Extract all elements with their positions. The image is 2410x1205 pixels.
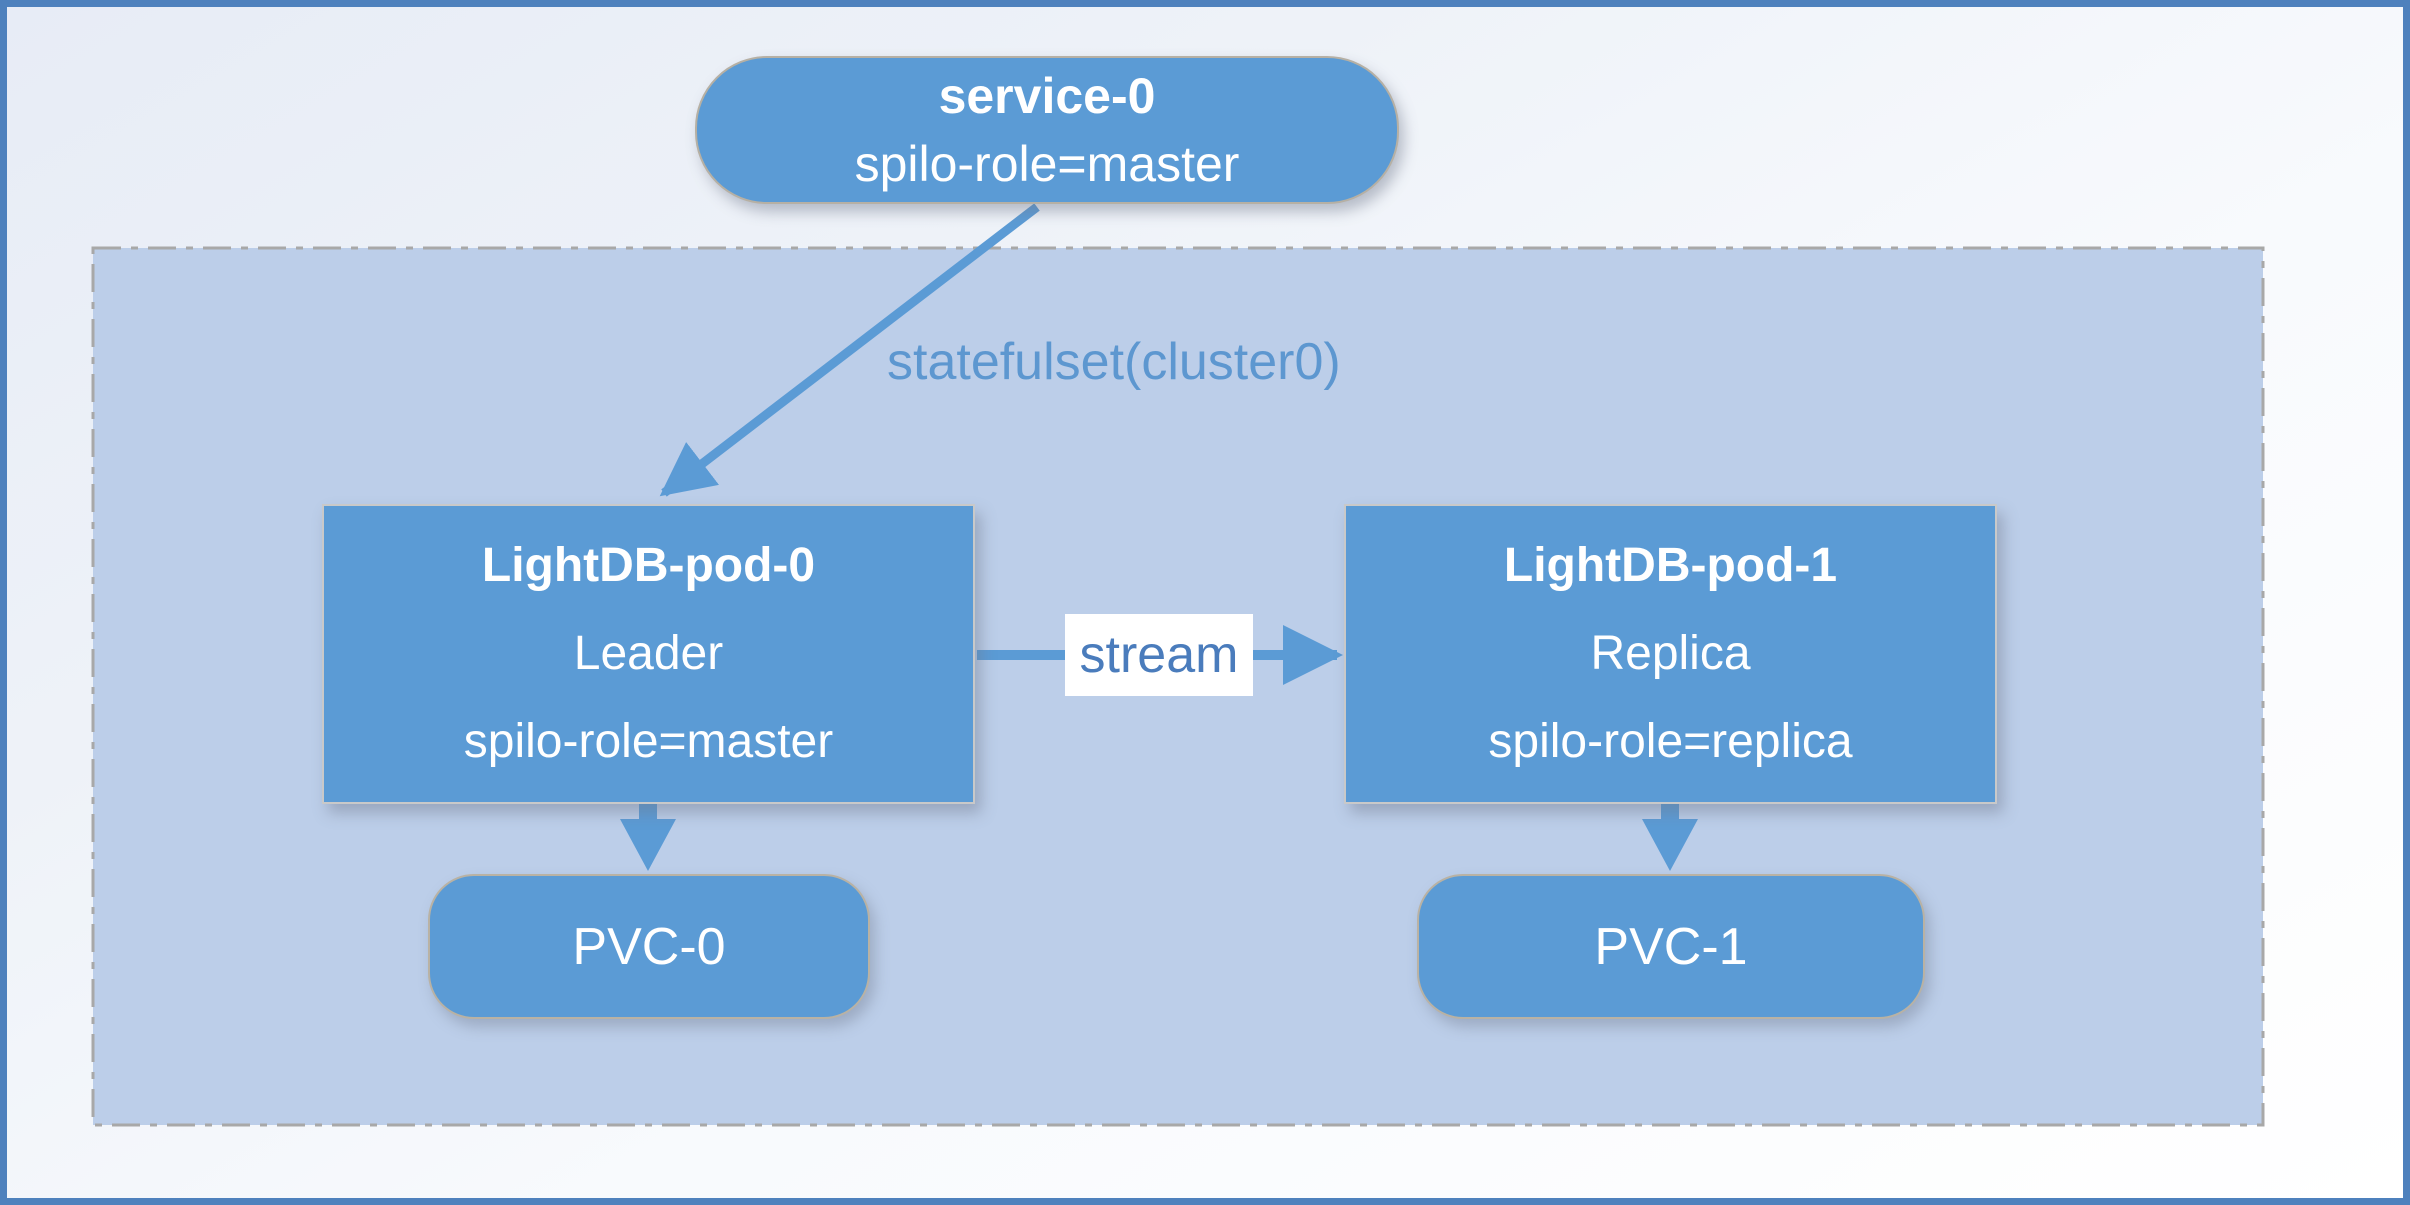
pod-1-title: LightDB-pod-1 — [1503, 539, 1838, 592]
pvc-1-node: PVC-1 — [1417, 874, 1925, 1019]
service-selector: spilo-role=master — [854, 136, 1240, 192]
pod0-to-pvc0-arrow — [620, 804, 676, 871]
service-node: service-0 spilo-role=master — [695, 56, 1399, 204]
service-title: service-0 — [938, 68, 1156, 124]
pod-1-selector: spilo-role=replica — [1488, 715, 1853, 768]
stream-label: stream — [1065, 614, 1253, 696]
pod1-to-pvc1-arrow — [1642, 804, 1698, 871]
pvc-1-label: PVC-1 — [1594, 917, 1748, 976]
pvc-0-label: PVC-0 — [572, 917, 726, 976]
pod-1-role: Replica — [1590, 627, 1751, 680]
pod-0-role: Leader — [573, 627, 724, 680]
pod-1-node: LightDB-pod-1 Replica spilo-role=replica — [1344, 504, 1997, 804]
pod-0-title: LightDB-pod-0 — [481, 539, 816, 592]
pvc-0-node: PVC-0 — [428, 874, 870, 1019]
statefulset-label: statefulset(cluster0) — [887, 333, 1341, 391]
pod-0-selector: spilo-role=master — [463, 715, 834, 768]
pod-0-node: LightDB-pod-0 Leader spilo-role=master — [322, 504, 975, 804]
